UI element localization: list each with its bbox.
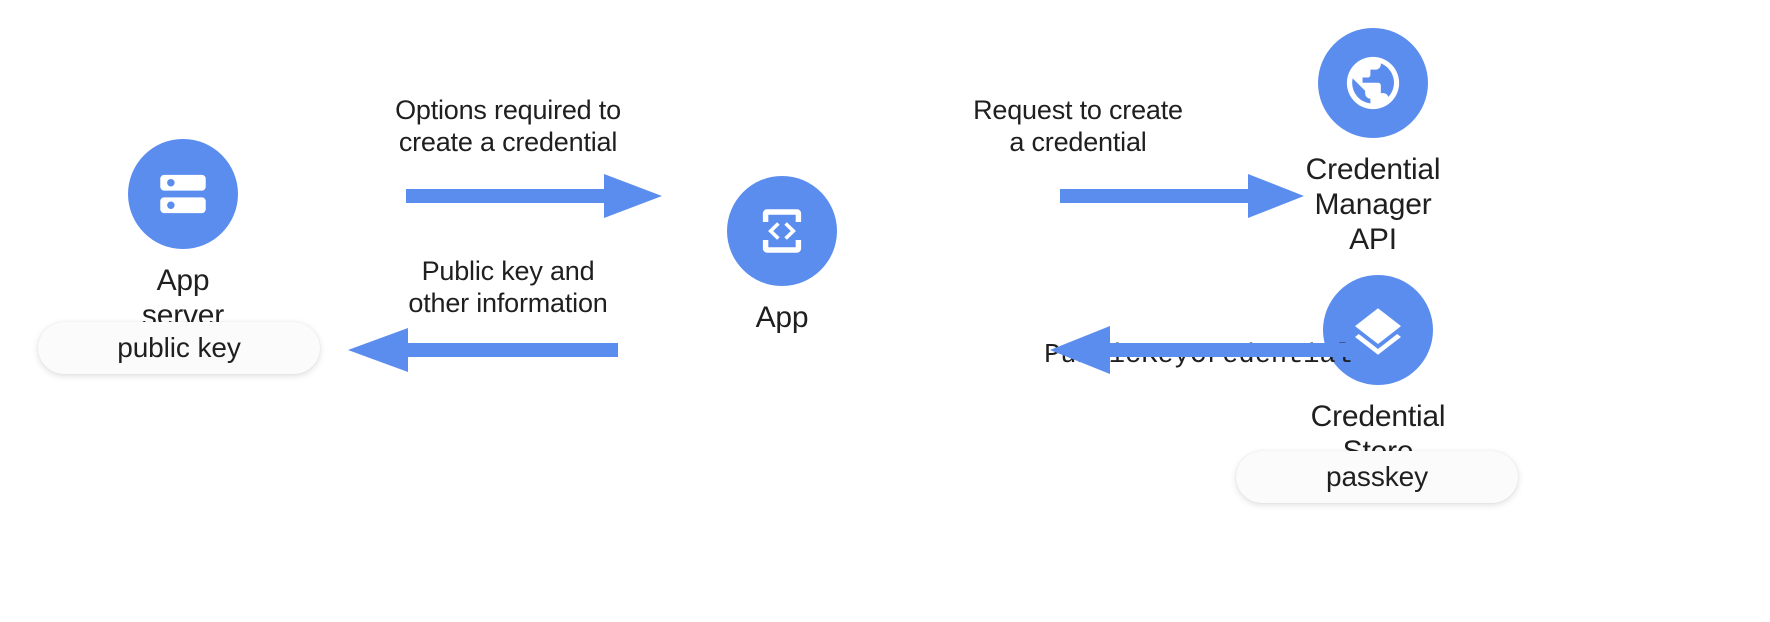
globe-icon	[1318, 28, 1428, 138]
chip-label-passkey: passkey	[1325, 461, 1429, 492]
arrow-public-key-credential	[1050, 324, 1362, 376]
node-credential-manager-api[interactable]: Credential Manager API	[1306, 28, 1441, 257]
layers-icon	[1323, 275, 1433, 385]
node-app-server[interactable]: App server	[128, 139, 238, 333]
chip-label-public-key: public key	[117, 332, 241, 363]
arrow-label-options-required: Options required to create a credential	[395, 95, 621, 158]
server-icon	[128, 139, 238, 249]
arrow-public-key-response	[348, 324, 618, 376]
arrow-label-request-to-create: Request to create a credential	[973, 95, 1183, 158]
node-label-app: App	[755, 301, 809, 334]
arrow-label-public-key-response: Public key and other information	[408, 256, 608, 319]
chip-passkey: passkey	[1236, 451, 1518, 503]
chip-public-key: public key	[38, 322, 320, 374]
node-label-credential-manager-api: Credential Manager API	[1305, 153, 1441, 257]
mobile-code-icon	[727, 176, 837, 286]
node-app[interactable]: App	[727, 176, 837, 335]
arrow-options-required	[406, 170, 662, 222]
arrow-request-to-create	[1060, 170, 1304, 222]
